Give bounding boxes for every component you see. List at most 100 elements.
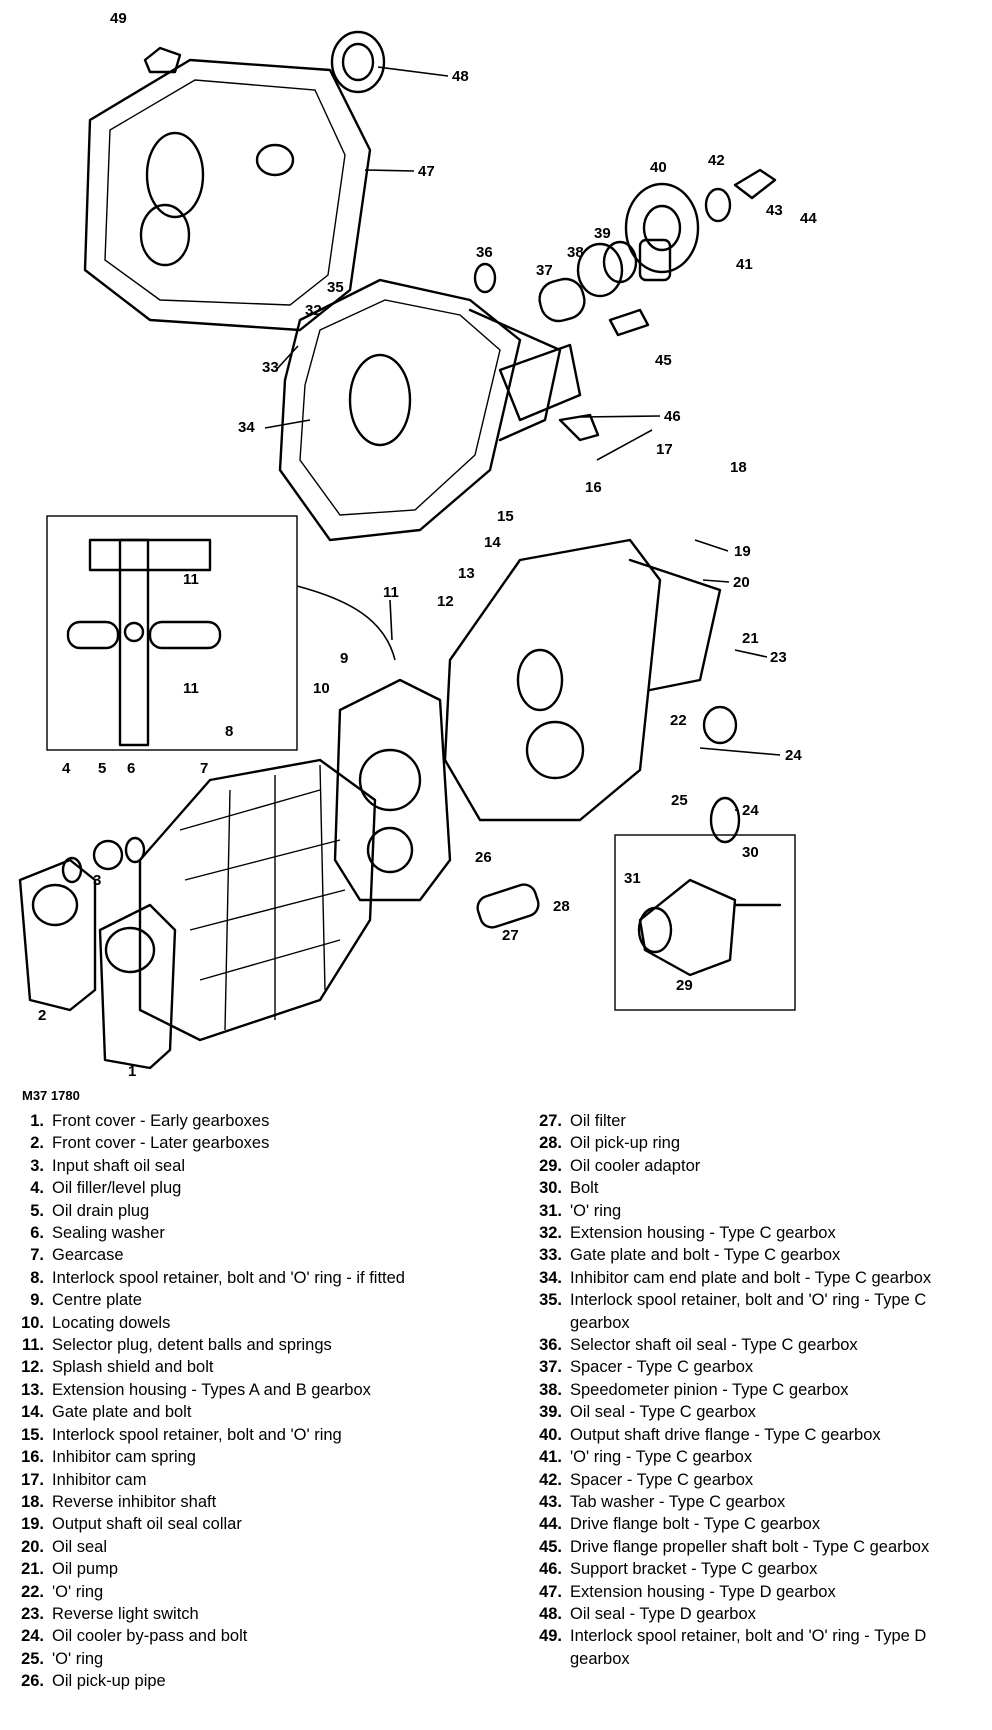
callout-8: 8 [225, 723, 233, 740]
legend-entry: 36.Selector shaft oil seal - Type C gear… [528, 1334, 988, 1356]
callout-10: 10 [313, 680, 330, 697]
callout-36: 36 [476, 244, 493, 261]
inset-oil-cooler [614, 834, 796, 1011]
callout-42: 42 [708, 152, 725, 169]
legend-description: Interlock spool retainer, bolt and 'O' r… [570, 1291, 927, 1332]
legend-number: 35. [539, 1291, 562, 1310]
callout-28: 28 [553, 898, 570, 915]
callout-27: 27 [502, 927, 519, 944]
legend-entry: 7. Gearcase [10, 1244, 480, 1266]
callout-24-b: 24 [742, 802, 759, 819]
callout-7: 7 [200, 760, 208, 777]
legend-description: Reverse inhibitor shaft [52, 1492, 217, 1511]
callout-14: 14 [484, 534, 501, 551]
legend-entry: 8. Interlock spool retainer, bolt and 'O'… [10, 1267, 480, 1289]
extension-housing-types-a-b [443, 538, 722, 822]
legend-entry: 49. Interlock spool retainer, bolt and 'O… [528, 1625, 988, 1670]
legend-entry: 3.Input shaft oil seal [10, 1155, 480, 1177]
legend-description: Gearcase [52, 1246, 124, 1265]
legend-number: 12. [21, 1358, 44, 1377]
extension-housing-type-c [278, 278, 562, 542]
legend-number: 20. [21, 1537, 44, 1556]
legend-entry: 38.Speedometer pinion - Type C gearbox [528, 1379, 988, 1401]
legend-number: 7. [30, 1246, 44, 1265]
legend-number: 37. [539, 1358, 562, 1377]
legend-entry: 30.Bolt [528, 1177, 988, 1199]
legend-description: Splash shield and bolt [52, 1358, 214, 1377]
legend-description: Oil pump [52, 1560, 119, 1579]
legend-description: Interlock spool retainer, bolt and 'O' r… [570, 1627, 927, 1668]
legend-entry: 14.Gate plate and bolt [10, 1401, 480, 1423]
legend-description: Drive flange propeller shaft bolt - Type… [570, 1537, 930, 1556]
legend-description: Inhibitor cam spring [52, 1448, 196, 1467]
legend-description: Support bracket - Type C gearbox [570, 1560, 818, 1579]
legend-number: 49. [539, 1627, 562, 1646]
legend-description: Spacer - Type C gearbox [570, 1358, 754, 1377]
legend-entry: 13.Extension housing - Types A and B gea… [10, 1379, 480, 1401]
callout-38: 38 [567, 244, 584, 261]
callout-4: 4 [62, 760, 71, 777]
legend-entry: 20.Oil seal [10, 1536, 480, 1558]
legend-number: 39. [539, 1403, 562, 1422]
gearcase [138, 758, 377, 1042]
legend-number: 23. [21, 1604, 44, 1623]
callout-17: 17 [656, 441, 673, 458]
legend-number: 13. [21, 1380, 44, 1399]
oil-seal-48 [330, 30, 386, 94]
legend-description: Output shaft oil seal collar [52, 1515, 242, 1534]
legend-number: 29. [539, 1156, 562, 1175]
diagram-svg: 49 48 47 40 42 44 43 39 38 37 36 41 45 4… [18, 10, 817, 1080]
legend-entry: 25.'O' ring [10, 1648, 480, 1670]
legend-number: 46. [539, 1560, 562, 1579]
legend-number: 16. [21, 1448, 44, 1467]
extension-housing-type-d [83, 46, 372, 332]
legend-description: Reverse light switch [52, 1604, 199, 1623]
legend-number: 8. [30, 1268, 44, 1287]
legend-description: Interlock spool retainer, bolt and 'O' r… [52, 1268, 405, 1287]
callout-40: 40 [650, 159, 667, 176]
legend-description: Sealing washer [52, 1224, 165, 1243]
legend-description: Extension housing - Type D gearbox [570, 1582, 836, 1601]
legend-description: Selector shaft oil seal - Type C gearbox [570, 1336, 858, 1355]
legend-description: Speedometer pinion - Type C gearbox [570, 1380, 849, 1399]
exploded-diagram: 49 48 47 40 42 44 43 39 38 37 36 41 45 4… [18, 10, 817, 1080]
legend-entry: 27.Oil filter [528, 1110, 988, 1132]
callout-22: 22 [670, 712, 687, 729]
legend-entry: 28.Oil pick-up ring [528, 1132, 988, 1154]
legend-entry: 11.Selector plug, detent balls and sprin… [10, 1334, 480, 1356]
callout-32: 32 [305, 302, 322, 319]
callout-30: 30 [742, 844, 759, 861]
legend-entry: 40.Output shaft drive flange - Type C ge… [528, 1424, 988, 1446]
legend-entry: 45. Drive flange propeller shaft bolt - T… [528, 1536, 988, 1558]
legend-description: Oil cooler by-pass and bolt [52, 1627, 248, 1646]
legend-entry: 29.Oil cooler adaptor [528, 1155, 988, 1177]
legend-number: 17. [21, 1470, 44, 1489]
legend-number: 34. [539, 1268, 562, 1287]
legend-description: Locating dowels [52, 1313, 171, 1332]
legend-number: 6. [30, 1224, 44, 1243]
legend-number: 22. [21, 1582, 44, 1601]
legend-description: Oil drain plug [52, 1201, 150, 1220]
legend-entry: 12. Splash shield and bolt [10, 1356, 480, 1378]
callout-48: 48 [452, 68, 469, 85]
callout-33: 33 [262, 359, 279, 376]
legend-entry: 19.Output shaft oil seal collar [10, 1513, 480, 1535]
callout-16: 16 [585, 479, 602, 496]
legend-description: Oil seal - Type C gearbox [570, 1403, 756, 1422]
legend-number: 18. [21, 1492, 44, 1511]
legend-number: 9. [30, 1291, 44, 1310]
legend-number: 32. [539, 1224, 562, 1243]
legend-number: 45. [539, 1537, 562, 1556]
callout-25: 25 [671, 792, 688, 809]
legend-number: 44. [539, 1515, 562, 1534]
legend-description: Selector plug, detent balls and springs [52, 1336, 332, 1355]
callouts: 49 48 47 40 42 44 43 39 38 37 36 41 45 4… [38, 10, 817, 1080]
legend-entry: 4.Oil filler/level plug [10, 1177, 480, 1199]
small-fittings [61, 705, 741, 929]
callout-12: 12 [437, 593, 454, 610]
callout-5: 5 [98, 760, 106, 777]
legend-description: Oil pick-up ring [570, 1134, 681, 1153]
legend-number: 41. [539, 1448, 562, 1467]
legend-description: 'O' ring [52, 1649, 104, 1668]
callout-26: 26 [475, 849, 492, 866]
